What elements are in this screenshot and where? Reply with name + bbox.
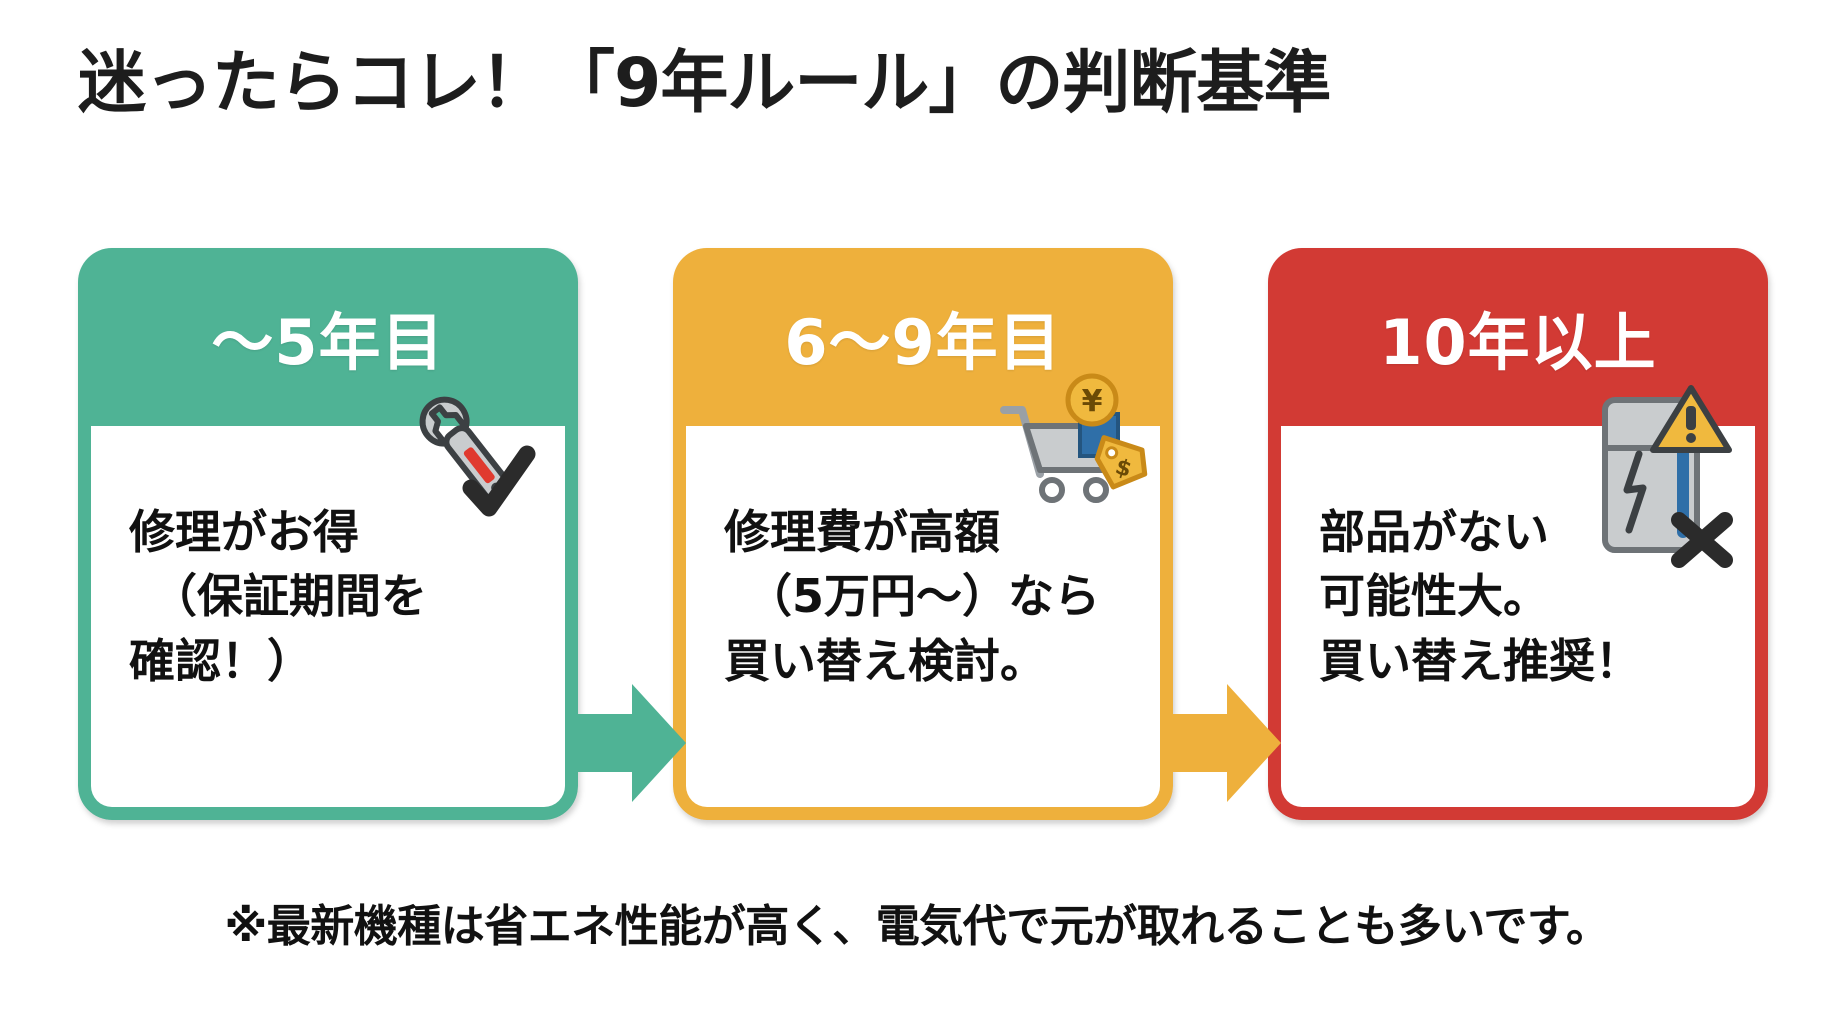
card-body-10-years-or-more: 部品がない 可能性大。 買い替え推奨！ [1268, 385, 1768, 820]
card-header-6-to-9-years: 6〜9年目 [673, 248, 1173, 426]
card-body-text: 修理がお得 （保証期間を 確認！） [91, 500, 565, 693]
footer-note: ※最新機種は省エネ性能が高く、電気代で元が取れることも多いです。 [224, 901, 1610, 952]
card-body-6-to-9-years: ¥ $ 修理費が高額 （5万円〜）なら 買い替え検討。 [673, 373, 1173, 820]
card-line-2: （保証期間を [151, 569, 427, 624]
card-line-1: 修理がお得 [129, 505, 359, 559]
card-line-2: 可能性大。 [1319, 569, 1549, 624]
card-10-years-or-more: 10年以上 [1268, 248, 1768, 820]
page-title: 迷ったらコレ！「9年ルール」の判断基準 [78, 44, 1331, 123]
card-body-under-5-years: 修理がお得 （保証期間を 確認！） [78, 396, 578, 820]
arrow-green-icon [570, 678, 686, 808]
card-line-1: 修理費が高額 [724, 505, 1000, 559]
card-period-label: 〜5年目 [211, 306, 445, 379]
card-header-10-years-or-more: 10年以上 [1268, 248, 1768, 426]
card-period-label: 6〜9年目 [784, 306, 1062, 379]
card-line-2: （5万円〜）なら [746, 569, 1101, 624]
card-line-3: 買い替え検討。 [724, 633, 1046, 688]
arrow-amber-icon [1165, 678, 1281, 808]
card-6-to-9-years: 6〜9年目 ¥ [673, 248, 1173, 820]
card-line-3: 買い替え推奨！ [1319, 633, 1641, 688]
decision-cards-row: 〜5年目 [78, 248, 1768, 828]
card-line-3: 確認！） [129, 633, 313, 688]
card-body-text: 部品がない 可能性大。 買い替え推奨！ [1281, 500, 1755, 693]
card-under-5-years: 〜5年目 [78, 248, 578, 820]
card-period-label: 10年以上 [1379, 306, 1657, 379]
card-line-1: 部品がない [1319, 505, 1549, 559]
card-header-under-5-years: 〜5年目 [78, 248, 578, 426]
card-body-text: 修理費が高額 （5万円〜）なら 買い替え検討。 [686, 500, 1160, 693]
svg-text:$: $ [1112, 454, 1134, 483]
